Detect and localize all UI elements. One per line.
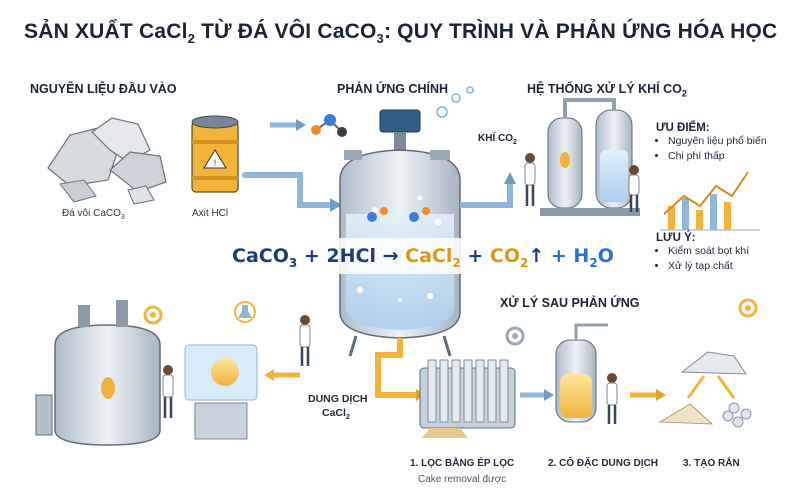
solid-product — [658, 351, 752, 428]
gear-icon — [143, 305, 163, 325]
scientist-icon — [524, 153, 536, 206]
scientist-icon — [162, 365, 174, 418]
advantages-panel: ƯU ĐIỂM: Nguyên liệu phổ biến Chi phí th… — [656, 122, 791, 164]
reactor — [339, 86, 474, 357]
svg-text:!: ! — [214, 158, 217, 168]
solution-label: DUNG DỊCH CaCl2 — [308, 393, 368, 421]
acid-label: Axit HCl — [192, 208, 229, 219]
page-title: SẢN XUẤT CaCl2 TỪ ĐÁ VÔI CaCO3: QUY TRÌN… — [24, 20, 778, 47]
notes-list: Kiểm soát bọt khí Xử lý tạp chất — [656, 244, 791, 274]
advantages-list: Nguyên liệu phổ biến Chi phí thấp — [656, 134, 791, 164]
trend-chart-icon — [660, 171, 760, 231]
list-item: Kiểm soát bọt khí — [668, 244, 791, 259]
molecule-icon — [311, 114, 347, 137]
gas-label: KHÍ CO2 — [478, 133, 517, 146]
list-item: Chi phí thấp — [668, 149, 791, 164]
gas-scrubber — [540, 98, 640, 216]
list-item: Nguyên liệu phổ biến — [668, 134, 791, 149]
advantages-heading: ƯU ĐIỂM: — [656, 122, 710, 134]
flask-icon — [234, 301, 256, 323]
step-2-label: 2. CÔ ĐẶC DUNG DỊCH — [548, 458, 659, 469]
molecule-icon — [367, 207, 430, 222]
section-post-heading: XỬ LÝ SAU PHẢN ỨNG — [500, 296, 640, 310]
step-1-label: 1. LỌC BẰNG ÉP LỌC — [410, 458, 515, 469]
evaporator — [555, 323, 608, 423]
section-inputs-heading: NGUYÊN LIỆU ĐẦU VÀO — [30, 82, 177, 96]
filter-press — [419, 359, 516, 438]
scientist-icon — [628, 165, 640, 212]
storage-tank — [35, 300, 161, 446]
list-item: Xử lý tạp chất — [668, 259, 791, 274]
acid-barrel: ! — [191, 115, 239, 193]
notes-panel: LƯU Ý: Kiểm soát bọt khí Xử lý tạp chất — [656, 232, 791, 274]
section-gas-heading: HỆ THỐNG XỬ LÝ KHÍ CO2 — [527, 82, 687, 99]
gear-icon — [738, 298, 758, 318]
monitor-panel — [184, 344, 258, 440]
scientist-icon — [606, 373, 618, 424]
reaction-equation: CaCO3 + 2HCl → CaCl2 + CO2↑ + H2O — [232, 238, 614, 274]
step-3-label: 3. TẠO RẮN — [683, 458, 740, 469]
limestone-label: Đá vôi CaCO3 — [62, 208, 125, 221]
section-reaction-heading: PHẢN ỨNG CHÍNH — [337, 82, 449, 96]
scientist-icon — [299, 315, 311, 366]
notes-heading: LƯU Ý: — [656, 232, 696, 244]
gear-icon — [505, 326, 525, 346]
step-1-sublabel: Cake removal được — [418, 474, 507, 485]
limestone-rocks — [47, 117, 167, 205]
